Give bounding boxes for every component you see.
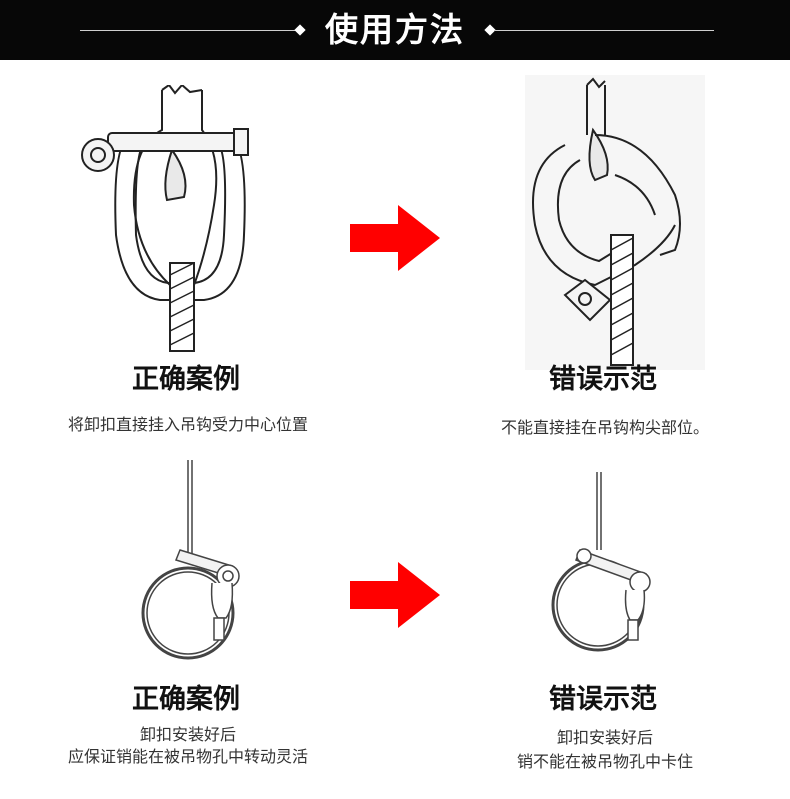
wrong-title-1: 错误示范	[549, 364, 657, 395]
page-title: 使用方法	[325, 10, 465, 49]
right-arrow-icon	[350, 562, 440, 628]
right-arrow-icon	[350, 205, 440, 271]
shackle-wrong-illustration	[525, 75, 705, 370]
correct-desc-1: 将卸扣直接挂入吊钩受力中心位置	[67, 415, 308, 434]
ring-shackle-correct-illustration	[141, 460, 240, 660]
header-bar: 使用方法	[0, 0, 790, 60]
ring-shackle-wrong-illustration	[551, 472, 651, 652]
header-left-line	[80, 30, 300, 31]
wrong-desc-1: 不能直接挂在吊钩构尖部位。	[500, 418, 709, 437]
correct-title-2: 正确案例	[132, 684, 240, 715]
wrong-desc-2a: 卸扣安装好后	[556, 728, 653, 747]
shackle-correct-illustration	[81, 85, 249, 352]
wrong-title-2: 错误示范	[549, 684, 657, 715]
correct-desc-2a: 卸扣安装好后	[139, 725, 236, 744]
wrong-desc-2b: 销不能在被吊物孔中卡住	[516, 752, 693, 771]
header-right-line	[494, 30, 714, 31]
correct-desc-2b: 应保证销能在被吊物孔中转动灵活	[67, 747, 308, 766]
correct-title-1: 正确案例	[132, 364, 240, 395]
